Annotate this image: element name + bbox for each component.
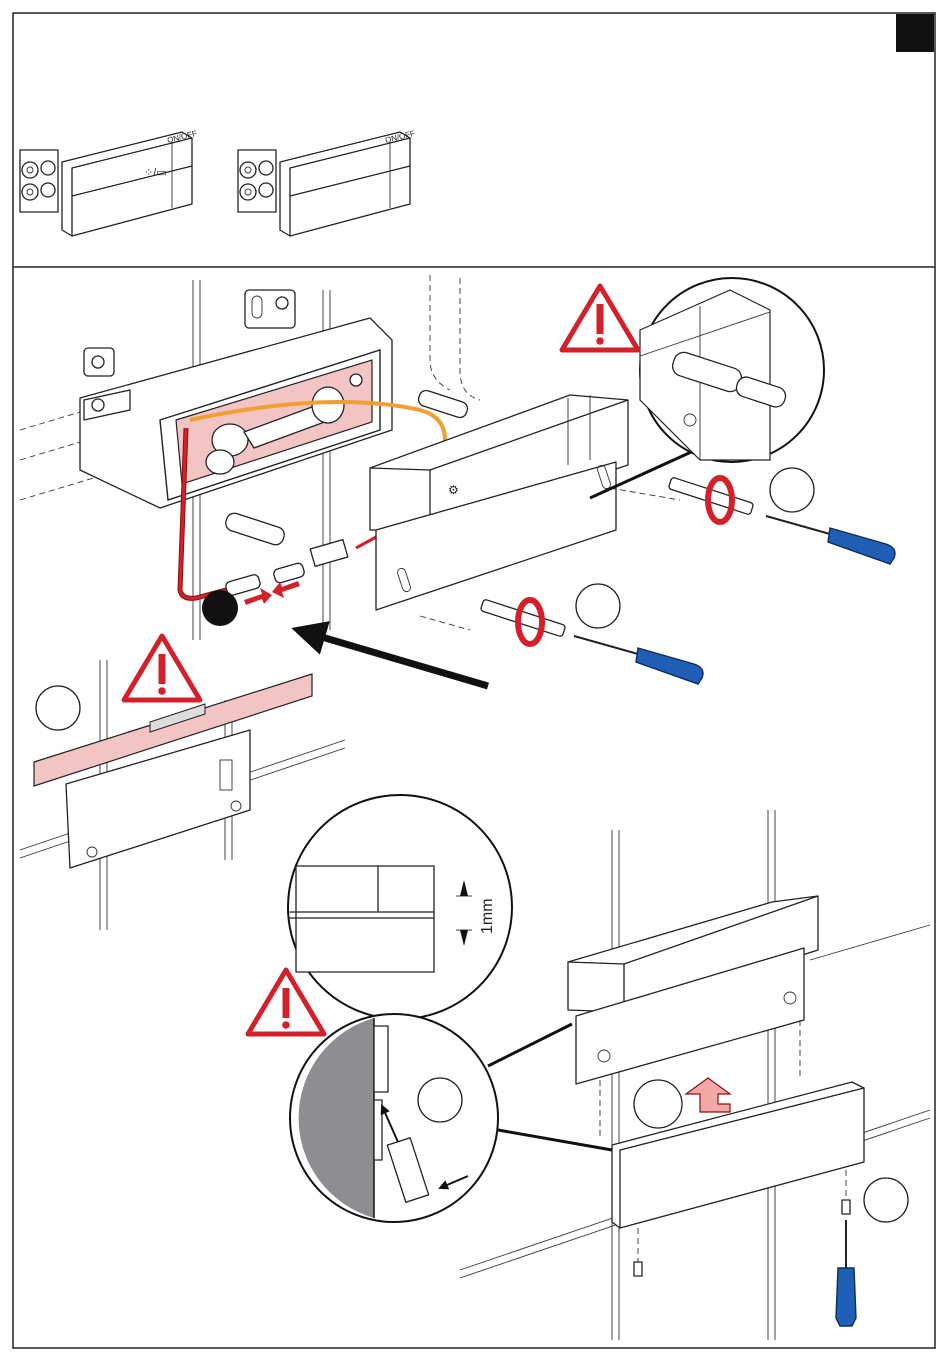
screw-left [480, 599, 565, 644]
module-variant-b [238, 132, 410, 236]
module-variant-a: ⁘/▭ [20, 132, 192, 236]
red-cable-right [356, 536, 378, 548]
screwdriver-icon [574, 636, 703, 684]
variant-a-symbols: ⁘/▭ [144, 167, 167, 179]
module-symbol: ⚙ [448, 483, 459, 497]
lift-arrow-icon [686, 1078, 730, 1112]
gap-measurement-label: 1mm [479, 898, 496, 934]
step-circle-icon [770, 468, 814, 512]
warning-triangle-icon [124, 636, 200, 700]
installation-box [80, 290, 392, 508]
section-marker [896, 14, 934, 52]
detail-pointer [488, 1024, 572, 1066]
electronic-module: ⚙ [370, 395, 628, 610]
step-circle-icon [634, 1080, 682, 1128]
step-circle-icon [418, 1078, 462, 1122]
detail-magnifier-top [640, 278, 824, 462]
warning-triangle-icon [248, 970, 324, 1034]
screwdriver-icon [836, 1220, 856, 1326]
step-circle-icon [36, 686, 80, 730]
cover-scene [460, 810, 930, 1340]
step-circle-icon [864, 1178, 908, 1222]
screwdriver-icon [766, 516, 895, 564]
warning-triangle-icon [562, 286, 638, 350]
connect-arrow-left-icon [272, 581, 300, 598]
insert-arrow-icon [298, 630, 488, 686]
detail-magnifier-clip [290, 1014, 498, 1222]
detail-pointer [498, 1130, 612, 1150]
screw-right [668, 477, 753, 522]
step-circle-icon [576, 584, 620, 628]
connection-point [202, 590, 238, 626]
